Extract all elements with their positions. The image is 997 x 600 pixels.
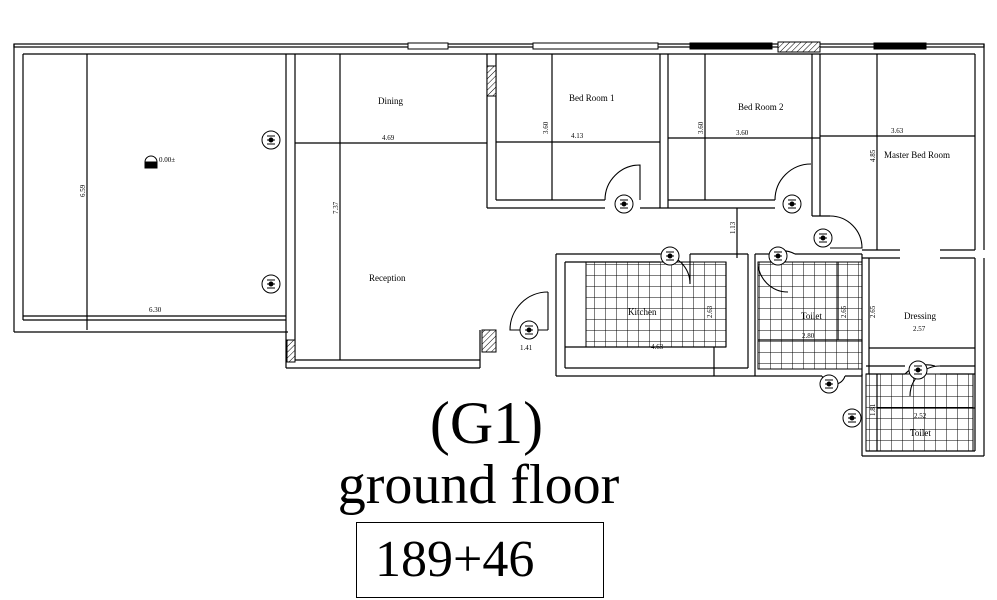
- windows: [407, 41, 927, 53]
- plan-id-text: (G1): [429, 390, 544, 456]
- outlet-icon: [261, 130, 281, 150]
- dim-corridor: 1.13: [729, 221, 737, 234]
- outlet-icon: [768, 246, 788, 266]
- outlet-icon: [614, 194, 634, 214]
- dim-toilet-depth: 2.65: [840, 305, 848, 318]
- dim-bed1-depth: 3.60: [542, 121, 550, 134]
- dim-bed2-depth: 3.60: [697, 121, 705, 134]
- floor-title: ground floor: [0, 452, 997, 518]
- kitchen-tiles: [585, 261, 727, 348]
- dim-bed1-width: 4.13: [571, 132, 584, 140]
- outlet-icon: [819, 374, 839, 394]
- outlet-icon: [660, 246, 680, 266]
- dim-dressing-width: 2.57: [913, 325, 926, 333]
- dim-toilet2-width: 2.52: [914, 412, 927, 420]
- outlet-icon: [782, 194, 802, 214]
- dim-terrace-depth: 6.59: [79, 184, 87, 197]
- room-label-bedroom-1: Bed Room 1: [569, 93, 615, 103]
- area-value: 189+46: [375, 531, 535, 588]
- dim-toilet-width: 2.80: [802, 332, 815, 340]
- level-marker-icon: [144, 155, 158, 169]
- dim-toilet2-depth: 1.81: [869, 403, 877, 416]
- dim-entry: 1.41: [520, 344, 533, 352]
- exterior-walls: [13, 43, 985, 369]
- fixture-symbols: [144, 130, 928, 428]
- dim-bed2-width: 3.60: [736, 129, 749, 137]
- outlet-icon: [261, 274, 281, 294]
- floor-title-text: ground floor: [337, 454, 620, 516]
- dim-dining-width: 4.69: [382, 134, 395, 142]
- area-box: 189+46: [356, 522, 604, 598]
- dim-master-width: 3.63: [891, 127, 904, 135]
- plan-id: (G1): [0, 388, 997, 458]
- level-value: 0.00±: [159, 156, 175, 164]
- dim-kitchen-width: 4.63: [651, 343, 664, 351]
- outlet-icon: [519, 320, 539, 340]
- room-label-kitchen: Kitchen: [628, 307, 657, 317]
- outlet-icon: [813, 228, 833, 248]
- room-label-toilet: Toilet: [801, 311, 822, 321]
- room-label-dressing: Dressing: [904, 311, 936, 321]
- outlet-icon: [908, 360, 928, 380]
- dim-kitchen-depth: 2.63: [706, 305, 714, 318]
- room-label-dining: Dining: [378, 96, 404, 106]
- dim-reception-depth: 7.37: [332, 201, 340, 214]
- dim-dressing-depth: 2.65: [869, 305, 877, 318]
- dim-terrace-width: 6.30: [149, 306, 162, 314]
- toilet-tiles: [757, 261, 863, 370]
- room-label-bedroom-2: Bed Room 2: [738, 102, 784, 112]
- room-label-reception: Reception: [369, 273, 406, 283]
- outlet-icon: [842, 408, 862, 428]
- room-label-master-bedroom: Master Bed Room: [884, 150, 950, 160]
- columns: [286, 65, 497, 363]
- dim-master-depth: 4.85: [869, 149, 877, 162]
- room-label-toilet-2: Toilet: [910, 428, 931, 438]
